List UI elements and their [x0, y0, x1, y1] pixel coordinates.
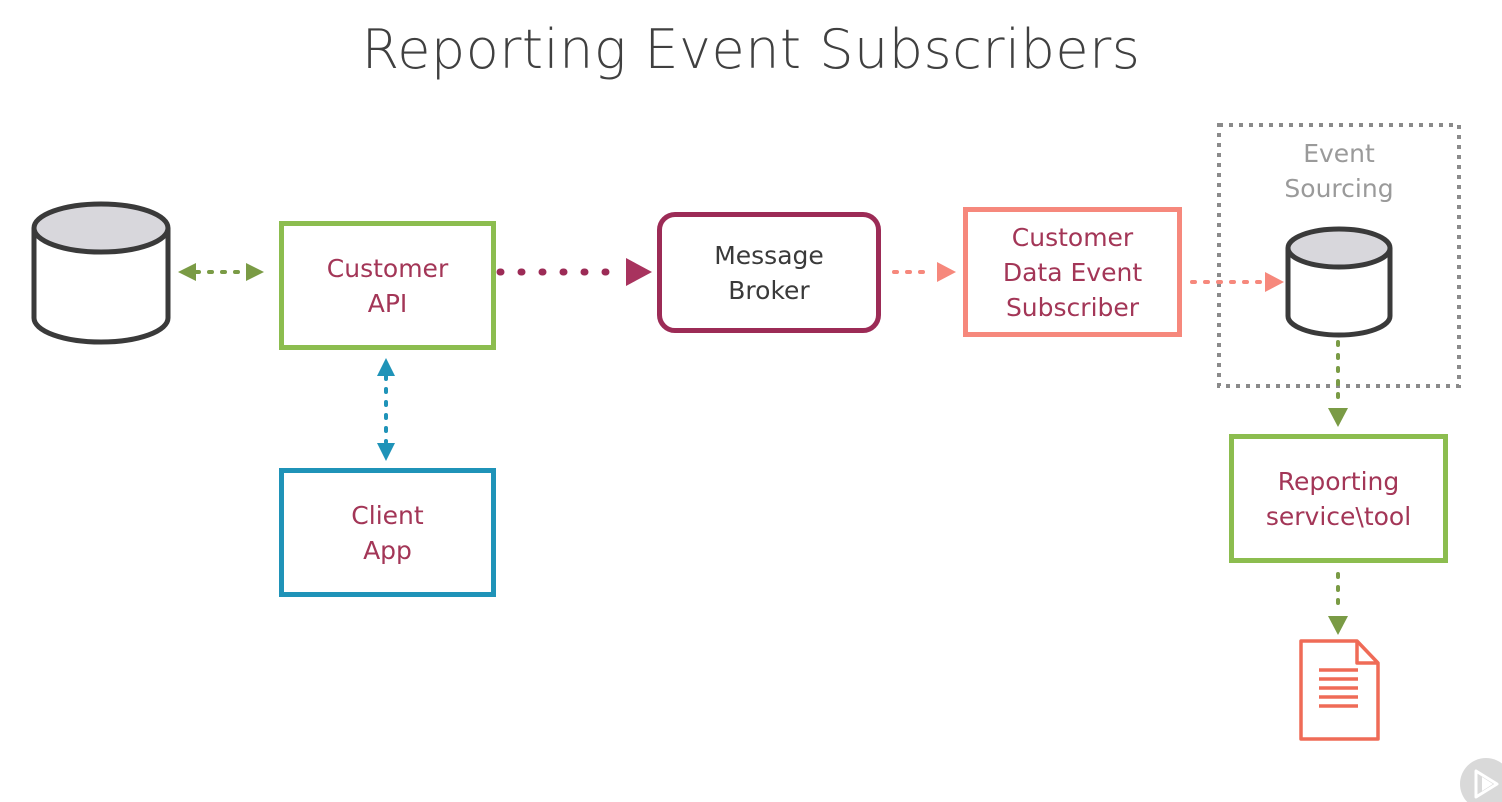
subscriber-eventstore-arrow: [1190, 272, 1284, 292]
client-app-node: Client App: [279, 468, 496, 597]
eventstore-reporting-arrow: [1328, 340, 1348, 427]
event-sourcing-container: [1217, 123, 1461, 388]
customer-api-label-line1: Customer: [326, 253, 449, 283]
event-sourcing-label: Event Sourcing: [1219, 136, 1459, 206]
slide-title: Reporting Event Subscribers: [361, 18, 1141, 81]
broker-subscriber-arrow: [892, 262, 956, 282]
subscriber-label-line3: Subscriber: [1005, 292, 1140, 322]
api-client-arrow: [377, 358, 395, 461]
play-icon[interactable]: [1460, 758, 1502, 802]
reporting-document-arrow: [1328, 572, 1348, 635]
document-icon: [1299, 639, 1380, 741]
event-store-database-icon: [1285, 226, 1393, 338]
event-sourcing-label-line2: Sourcing: [1284, 174, 1394, 203]
subscriber-label-line1: Customer: [1011, 222, 1134, 252]
event-sourcing-label-line1: Event: [1303, 139, 1375, 168]
client-app-label-line1: Client: [351, 500, 424, 530]
message-broker-label-line1: Message: [714, 240, 824, 270]
reporting-node: Reporting service\tool: [1229, 434, 1448, 563]
message-broker-node: Message Broker: [657, 212, 881, 333]
customer-api-label-line2: API: [367, 288, 408, 318]
reporting-label-line1: Reporting: [1277, 466, 1400, 496]
subscriber-label-line2: Data Event: [1002, 257, 1143, 287]
api-broker-arrow: [496, 258, 652, 286]
client-app-label-line2: App: [363, 535, 412, 565]
message-broker-label-line2: Broker: [728, 275, 810, 305]
customer-api-node: Customer API: [279, 221, 496, 350]
reporting-label-line2: service\tool: [1265, 501, 1412, 531]
db-api-arrow: [178, 263, 264, 281]
database-icon: [31, 201, 171, 345]
subscriber-node: Customer Data Event Subscriber: [963, 207, 1182, 337]
